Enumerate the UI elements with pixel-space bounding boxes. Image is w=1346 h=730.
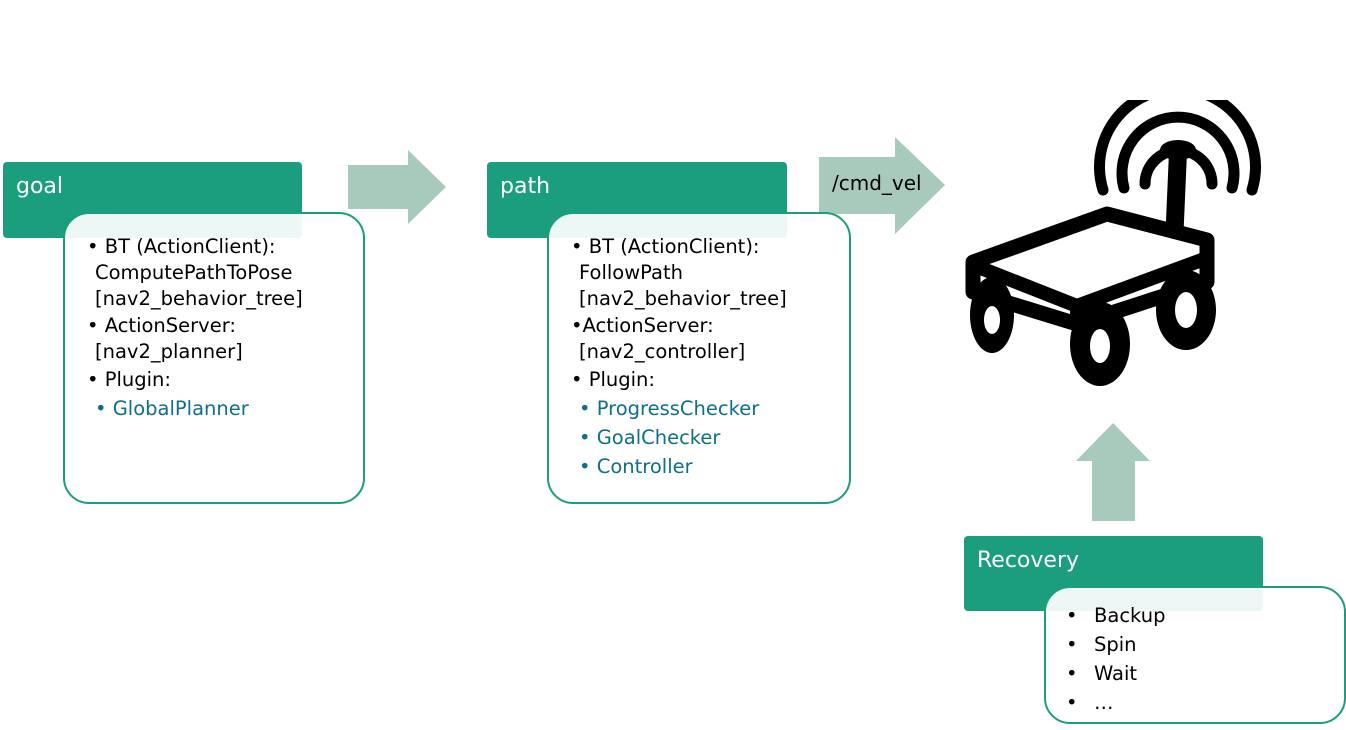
recovery-item: Backup (1094, 604, 1166, 627)
goal-title: goal (16, 174, 64, 199)
path-title: path (500, 174, 551, 199)
goal-line: • Plugin: (87, 368, 171, 391)
recovery-bullet: • (1066, 633, 1078, 656)
goal-card: • BT (ActionClient): ComputePathToPose [… (63, 212, 365, 504)
path-line: [nav2_behavior_tree] (579, 287, 787, 310)
recovery-bullet: • (1066, 604, 1078, 627)
arrow-recovery-to-robot (1076, 423, 1150, 521)
path-line: FollowPath (579, 261, 684, 284)
goal-line: • BT (ActionClient): (87, 235, 276, 258)
path-line: [nav2_controller] (579, 340, 746, 363)
recovery-item: Wait (1094, 662, 1138, 685)
arrow-right-icon (819, 137, 945, 234)
path-line: • BT (ActionClient): (571, 235, 760, 258)
recovery-bullet: • (1066, 691, 1078, 714)
path-line: •ActionServer: (571, 314, 714, 337)
recovery-item: Spin (1094, 633, 1137, 656)
recovery-item: … (1094, 691, 1114, 714)
path-plugin-item: • ProgressChecker (579, 397, 760, 420)
robot-icon (965, 100, 1261, 386)
arrow-up-icon (1076, 423, 1150, 521)
recovery-bullet: • (1066, 662, 1078, 685)
arrow-goal-to-path (348, 150, 446, 224)
recovery-title: Recovery (977, 548, 1080, 573)
path-header: path (487, 162, 787, 238)
goal-line: [nav2_behavior_tree] (95, 287, 303, 310)
goal-plugin-item: • GlobalPlanner (95, 397, 249, 420)
cmd-vel-label: /cmd_vel (832, 171, 922, 195)
path-plugin-item: • Controller (579, 455, 693, 478)
arrow-right-icon (348, 150, 446, 224)
goal-line: • ActionServer: (87, 314, 236, 337)
arrow-cmd-vel (819, 137, 945, 234)
path-line: • Plugin: (571, 368, 655, 391)
path-card: • BT (ActionClient): FollowPath [nav2_be… (547, 212, 851, 504)
recovery-card: • Backup • Spin • Wait • … (1044, 586, 1346, 724)
path-plugin-item: • GoalChecker (579, 426, 721, 449)
goal-line: ComputePathToPose (95, 261, 293, 284)
goal-line: [nav2_planner] (95, 340, 243, 363)
